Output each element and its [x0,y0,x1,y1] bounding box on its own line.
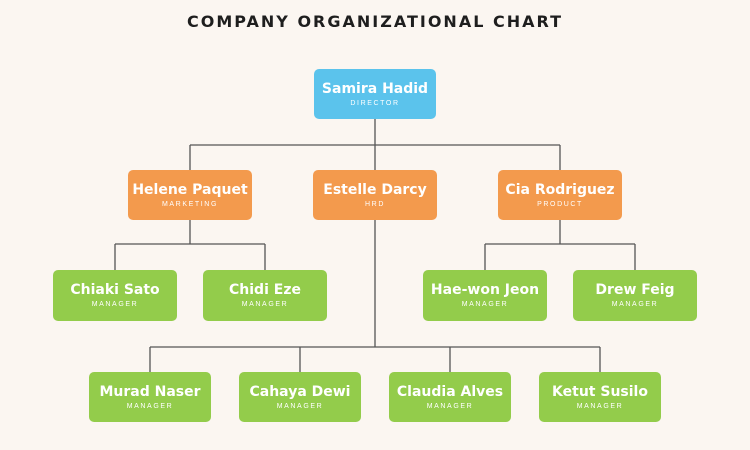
node-name: Cahaya Dewi [249,383,351,400]
node-role: MANAGER [461,301,509,308]
node-manager: Murad Naser MANAGER [89,372,211,422]
node-manager: Chiaki Sato MANAGER [53,270,177,321]
node-name: Murad Naser [99,383,201,400]
node-name: Estelle Darcy [323,181,427,198]
node-role: HRD [365,200,385,208]
node-name: Drew Feig [595,282,675,298]
node-manager: Chidi Eze MANAGER [203,270,327,321]
node-role: MANAGER [576,402,624,410]
node-role: MANAGER [91,301,139,308]
node-role: MANAGER [426,402,474,410]
connector-director-heads [189,119,561,170]
node-manager: Claudia Alves MANAGER [389,372,511,422]
node-role: MARKETING [161,200,218,208]
node-role: MANAGER [611,301,659,308]
chart-title: COMPANY ORGANIZATIONAL CHART [186,12,563,31]
node-manager: Drew Feig MANAGER [573,270,697,321]
node-role: PRODUCT [537,200,583,208]
node-role: DIRECTOR [350,99,400,107]
node-name: Hae-won Jeon [430,282,540,298]
node-name: Chidi Eze [229,282,301,298]
node-role: MANAGER [276,402,324,410]
node-director: Samira Hadid DIRECTOR [314,69,436,119]
node-manager: Ketut Susilo MANAGER [539,372,661,422]
node-manager: Hae-won Jeon MANAGER [423,270,547,321]
connector-hrd-managers [149,220,601,372]
node-manager: Cahaya Dewi MANAGER [239,372,361,422]
node-head-product: Cia Rodriguez PRODUCT [498,170,622,220]
connector-product-managers [484,220,636,270]
node-name: Helene Paquet [132,181,248,198]
connector-marketing-managers [114,220,266,270]
node-role: MANAGER [241,301,289,308]
node-name: Cia Rodriguez [505,181,615,198]
node-role: MANAGER [126,402,174,410]
node-head-marketing: Helene Paquet MARKETING [128,170,252,220]
node-name: Samira Hadid [321,80,429,97]
node-name: Claudia Alves [396,383,504,400]
node-head-hrd: Estelle Darcy HRD [313,170,437,220]
node-name: Ketut Susilo [552,383,648,400]
node-name: Chiaki Sato [70,282,160,298]
